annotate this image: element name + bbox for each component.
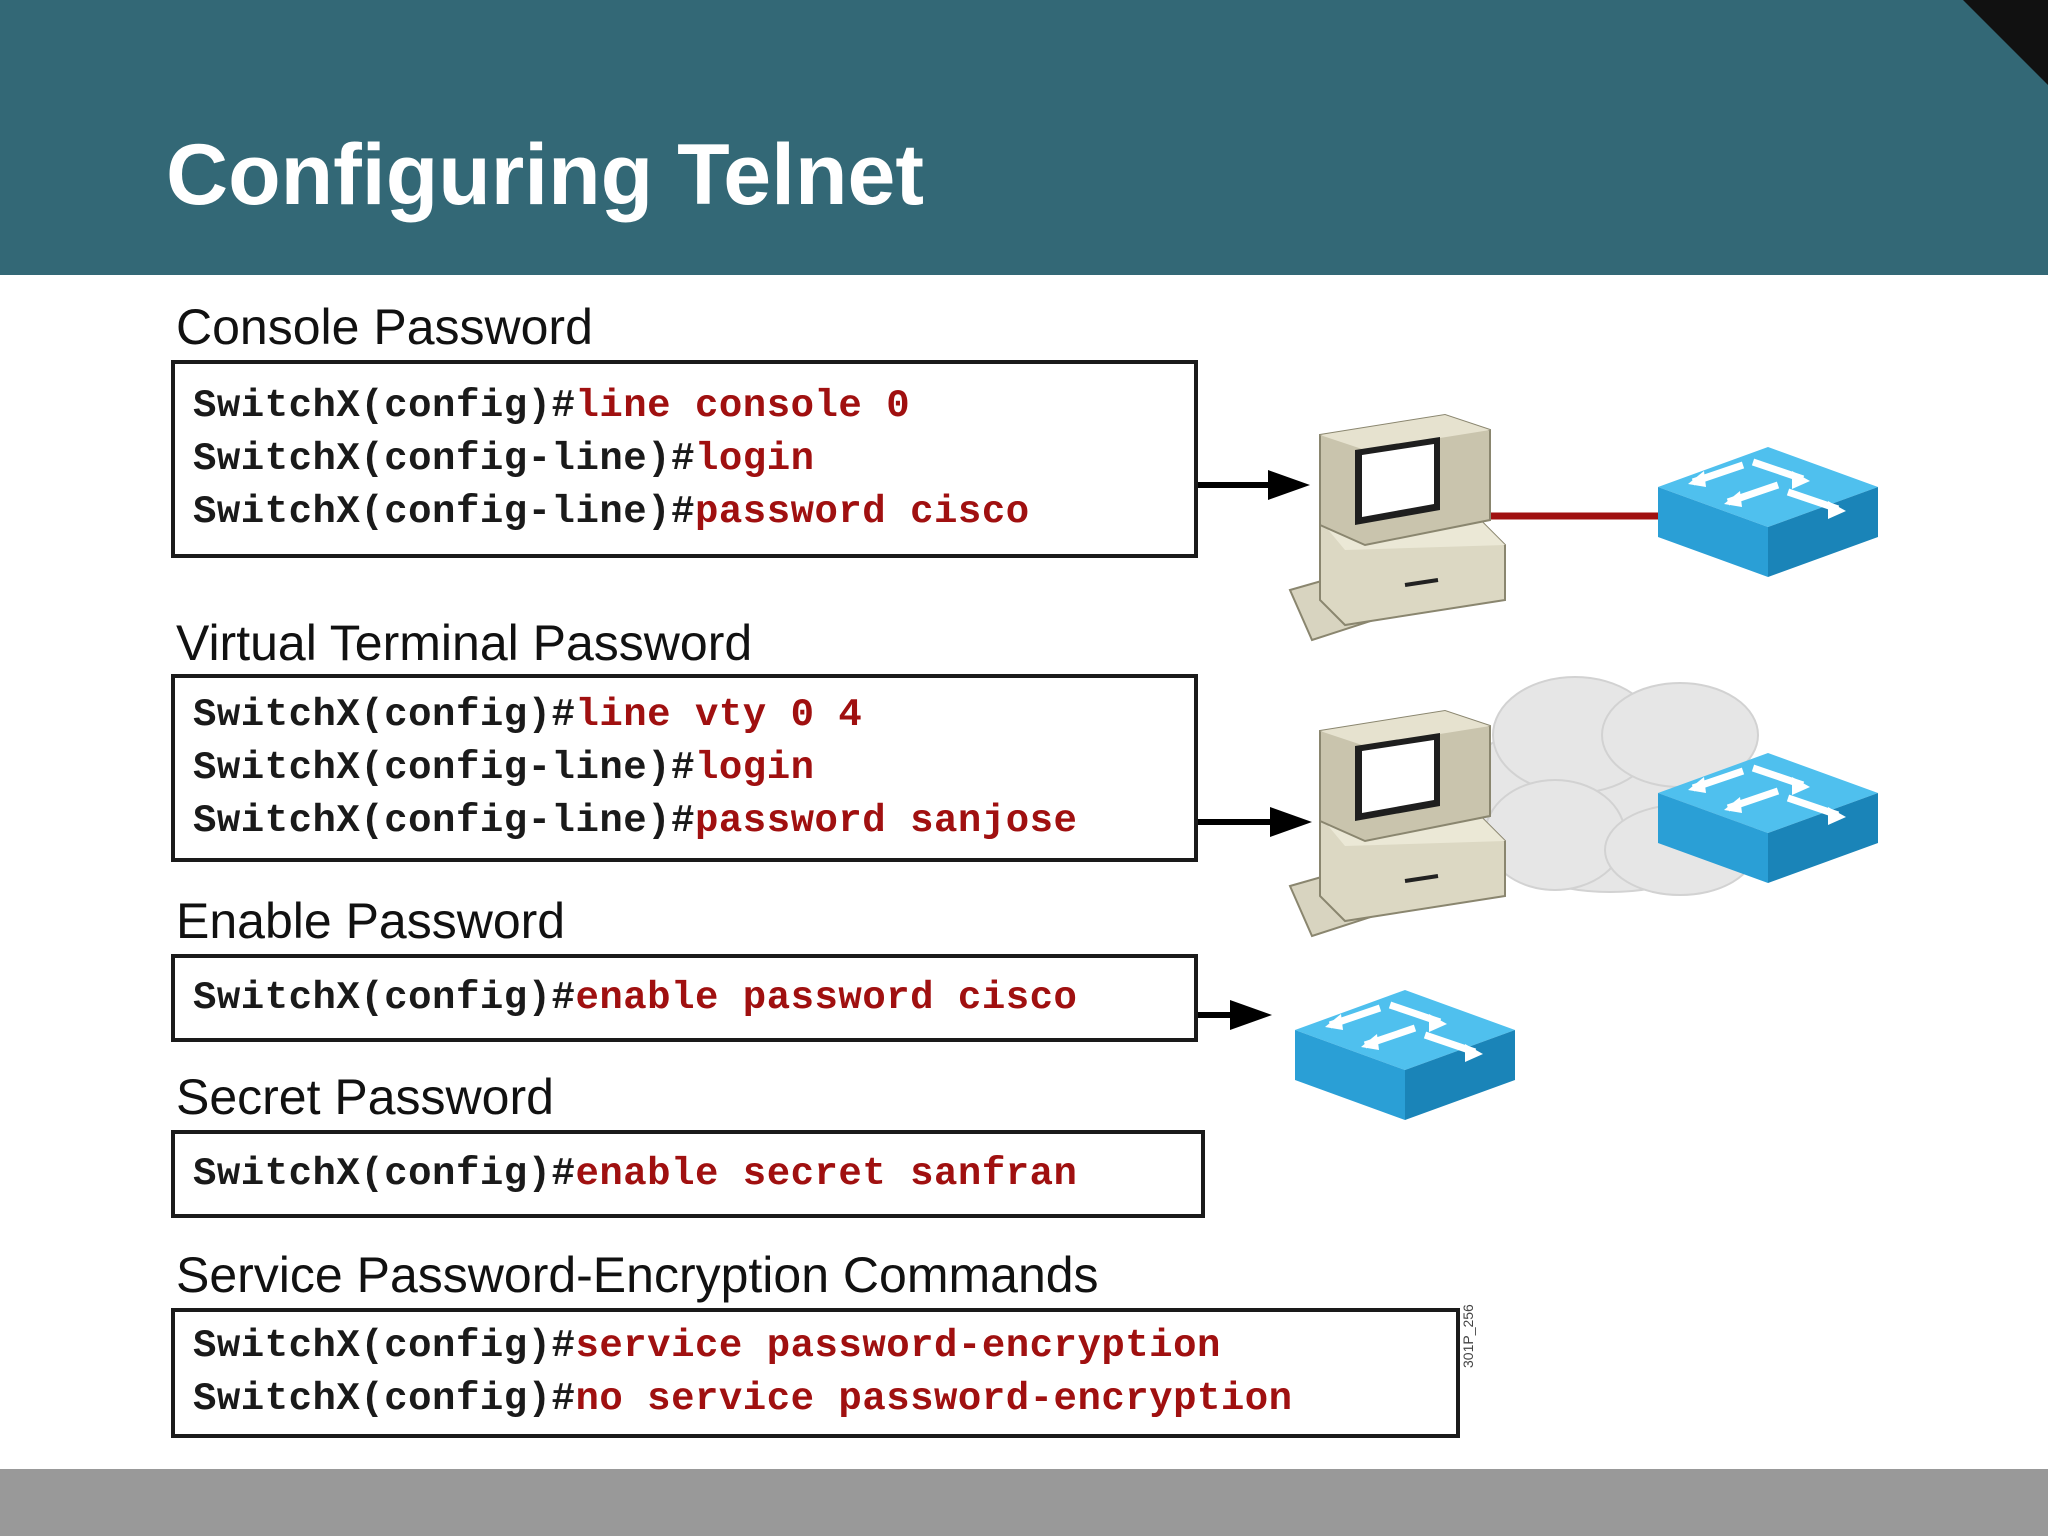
command-input: enable password cisco	[575, 975, 1078, 1020]
arrow-icon	[1198, 470, 1310, 500]
command-line: SwitchX(config)#service password-encrypt…	[193, 1320, 1438, 1373]
command-line: SwitchX(config)#line vty 0 4	[193, 689, 1176, 742]
command-prompt: SwitchX(config)#	[193, 1324, 576, 1368]
section-heading-secret: Secret Password	[176, 1069, 554, 1125]
command-line: SwitchX(config)#no service password-encr…	[193, 1373, 1438, 1426]
switch-icon	[1295, 990, 1515, 1120]
pc-icon	[1288, 413, 1507, 642]
section-heading-console: Console Password	[176, 299, 593, 355]
corner-accent	[1963, 0, 2048, 85]
section-heading-encryption: Service Password-Encryption Commands	[176, 1247, 1099, 1303]
slide-header: Configuring Telnet	[0, 0, 2048, 275]
command-box-console: SwitchX(config)#line console 0 SwitchX(c…	[171, 360, 1198, 558]
section-heading-vty: Virtual Terminal Password	[176, 615, 753, 671]
command-input: line vty 0 4	[575, 692, 863, 737]
pc-icon	[1288, 709, 1507, 938]
arrow-icon	[1198, 1000, 1272, 1030]
cloud-icon	[1459, 676, 1761, 896]
command-input: password cisco	[694, 489, 1030, 534]
command-prompt: SwitchX(config-line)#	[193, 436, 695, 481]
slide-title: Configuring Telnet	[166, 127, 924, 223]
command-line: SwitchX(config)#line console 0	[193, 380, 1176, 433]
command-prompt: SwitchX(config)#	[193, 692, 576, 737]
command-box-enable: SwitchX(config)#enable password cisco	[171, 954, 1198, 1042]
command-prompt: SwitchX(config)#	[193, 1151, 576, 1196]
command-box-vty: SwitchX(config)#line vty 0 4 SwitchX(con…	[171, 674, 1198, 862]
command-box-secret: SwitchX(config)#enable secret sanfran	[171, 1130, 1205, 1218]
arrow-icon	[1198, 807, 1312, 837]
command-input: login	[694, 745, 815, 790]
slide-footer	[0, 1469, 2048, 1536]
command-box-encryption: SwitchX(config)#service password-encrypt…	[171, 1308, 1460, 1438]
command-prompt: SwitchX(config-line)#	[193, 489, 695, 534]
command-input: service password-encryption	[575, 1324, 1221, 1368]
command-line: SwitchX(config-line)#login	[193, 433, 1176, 486]
command-input: password sanjose	[694, 798, 1078, 843]
command-input: enable secret sanfran	[575, 1151, 1078, 1196]
switch-icon	[1658, 447, 1878, 577]
command-line: SwitchX(config-line)#password cisco	[193, 486, 1176, 539]
command-input: login	[694, 436, 815, 481]
command-prompt: SwitchX(config)#	[193, 383, 576, 428]
command-line: SwitchX(config-line)#login	[193, 742, 1176, 795]
command-line: SwitchX(config)#enable secret sanfran	[193, 1148, 1183, 1201]
command-line: SwitchX(config)#enable password cisco	[193, 972, 1176, 1025]
command-prompt: SwitchX(config)#	[193, 975, 576, 1020]
command-line: SwitchX(config-line)#password sanjose	[193, 795, 1176, 848]
command-prompt: SwitchX(config-line)#	[193, 745, 695, 790]
command-prompt: SwitchX(config-line)#	[193, 798, 695, 843]
command-input: line console 0	[575, 383, 911, 428]
command-prompt: SwitchX(config)#	[193, 1377, 576, 1421]
command-input: no service password-encryption	[575, 1377, 1293, 1421]
section-heading-enable: Enable Password	[176, 893, 566, 949]
